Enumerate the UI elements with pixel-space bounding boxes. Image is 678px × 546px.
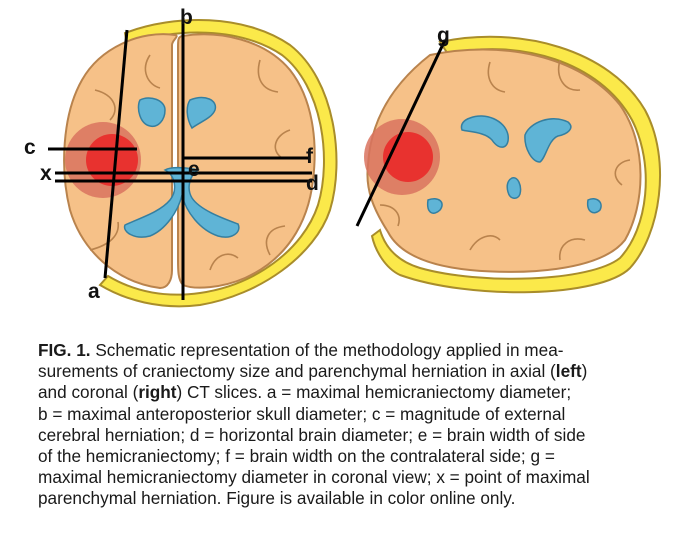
label-g: g [437,24,450,47]
coronal-sulci [379,59,631,261]
caption-text-1: Schematic representation of the methodol… [95,340,564,360]
coronal-ventricles [426,115,602,214]
label-a: a [88,280,100,303]
label-e: e [188,158,200,181]
caption-text-2a: surements of craniectomy size and parenc… [38,361,556,382]
caption-line-5: cerebral herniation; d = horizontal brai… [38,424,586,445]
axial-ventricles [123,96,240,238]
caption-line-7: maximal hemicraniectomy diameter in coro… [38,467,590,488]
axial-measure-lines [48,18,312,300]
figure-illustration: a b c x e f d [24,6,661,308]
caption-text-2b: ) [581,361,588,382]
coronal-view: g [355,24,661,294]
label-c: c [24,136,36,159]
caption-text-3a: and coronal ( [38,382,139,403]
caption-line-2: surements of craniectomy size and parenc… [38,361,670,382]
fig-label: FIG. 1. [38,340,91,360]
axial-sulci [89,54,291,271]
label-d: d [306,172,319,195]
caption-right-bold: right [138,382,177,403]
coronal-skull [370,35,661,294]
line-a [103,29,129,279]
axial-skull [98,18,338,308]
axial-view: a b c x e f d [24,6,338,308]
caption-line-6: of the hemicraniectomy; f = brain width … [38,446,555,467]
caption-text-3b: ) CT slices. a = maximal hemicraniectomy… [176,382,572,403]
caption-line-4: b = maximal anteroposterior skull diamet… [38,403,566,424]
caption-line-1: FIG. 1. Schematic representation of the … [38,340,670,361]
caption-line-8: parenchymal herniation. Figure is availa… [38,488,516,509]
label-f: f [306,145,314,168]
caption-left-bold: left [555,361,582,382]
label-x: x [40,162,52,185]
axial-herniation-inner [86,134,138,186]
line-g [355,39,447,227]
label-b: b [180,6,193,29]
figure-caption: FIG. 1. Schematic representation of the … [38,340,670,510]
caption-line-3: and coronal (right) CT slices. a = maxim… [38,382,670,403]
